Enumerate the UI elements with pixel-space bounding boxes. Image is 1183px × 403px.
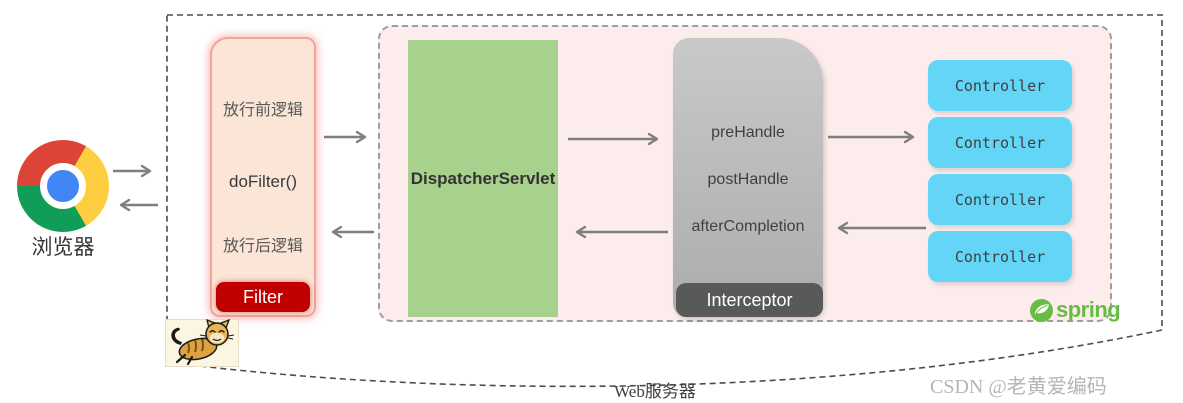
chrome-icon-core <box>40 163 86 209</box>
controller-box-4: Controller <box>928 231 1072 282</box>
filter-badge: Filter <box>216 282 310 312</box>
filter-pre-logic-label: 放行前逻辑 <box>222 102 303 119</box>
interceptor-posthandle-label: postHandle <box>707 171 789 188</box>
filter-dofilter-label: doFilter() <box>228 172 297 191</box>
filter-box: 放行前逻辑 doFilter() 放行后逻辑 Filter <box>210 37 316 317</box>
interceptor-badge: Interceptor <box>676 283 823 317</box>
interceptor-aftercompletion-label: afterCompletion <box>691 218 805 235</box>
dispatcher-servlet-box: DispatcherServlet <box>408 40 558 317</box>
interceptor-box: preHandle postHandle afterCompletion Int… <box>673 38 823 317</box>
tomcat-icon <box>165 319 239 367</box>
csdn-watermark: CSDN @老黄爱编码 <box>930 376 1107 398</box>
browser-label: 浏览器 <box>31 235 95 259</box>
controller-box-3: Controller <box>928 174 1072 225</box>
chrome-icon <box>17 140 109 232</box>
interceptor-prehandle-label: preHandle <box>711 124 785 141</box>
controller-stack: Controller Controller Controller Control… <box>928 60 1072 282</box>
controller-box-2: Controller <box>928 117 1072 168</box>
spring-logo: spring <box>1030 297 1121 323</box>
spring-leaf-icon <box>1030 298 1053 322</box>
controller-box-1: Controller <box>928 60 1072 111</box>
web-server-label: Web服务器 <box>614 382 696 401</box>
filter-post-logic-label: 放行后逻辑 <box>222 238 303 255</box>
spring-logo-text: spring <box>1056 297 1121 322</box>
